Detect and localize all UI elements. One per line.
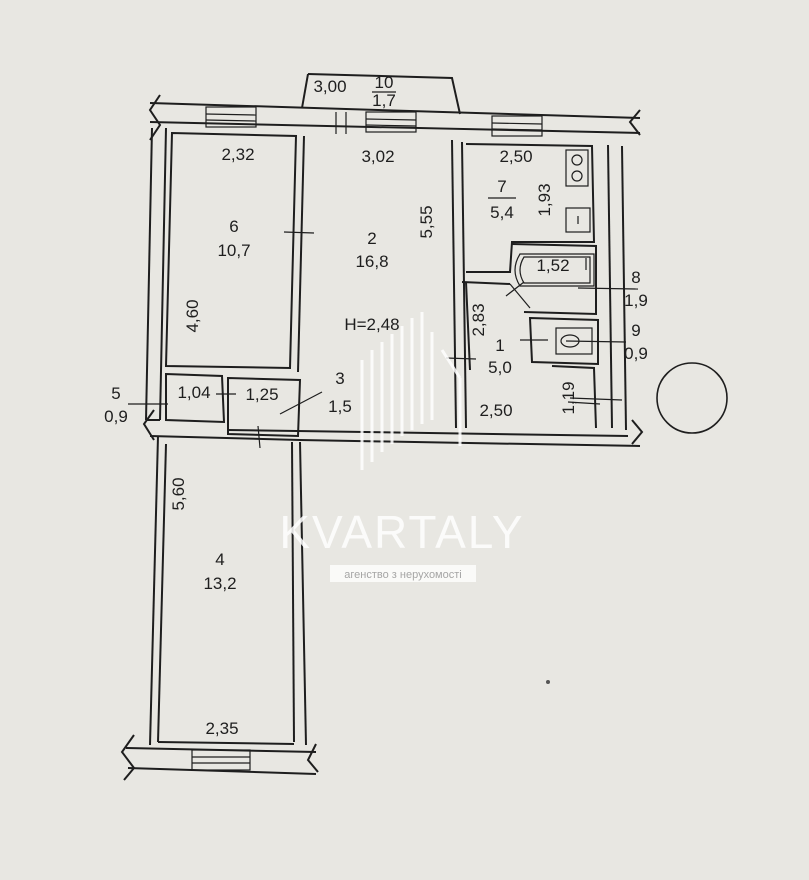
window-room4 — [191, 749, 251, 771]
dim-room2-depth: 5,55 — [417, 205, 436, 238]
dim-room7-width: 2,50 — [499, 147, 532, 166]
dim-room4-width: 2,35 — [205, 719, 238, 738]
dimension-lines — [128, 231, 639, 449]
watermark-logo-icon — [360, 312, 462, 470]
room-9-number: 9 — [631, 321, 640, 340]
balcony — [301, 73, 461, 115]
room-1-area: 5,0 — [488, 358, 512, 377]
window-room6 — [205, 106, 257, 128]
dim-wc-depth: 1,19 — [559, 381, 578, 414]
room-6-number: 6 — [229, 217, 238, 236]
kitchen-sink-icon — [565, 207, 591, 233]
room-6-area: 10,7 — [217, 241, 250, 260]
room-labels: 1 5,0 2 16,8 3 1,5 4 13,2 5 0,9 6 10,7 7… — [104, 73, 648, 593]
dim-room2-width: 3,02 — [361, 147, 394, 166]
window-room7 — [491, 115, 543, 137]
room-7-number: 7 — [497, 177, 506, 196]
room-10-area: 1,7 — [372, 91, 396, 110]
room-5-number: 5 — [111, 384, 120, 403]
room-2-area: 16,8 — [355, 252, 388, 271]
room-1-number: 1 — [495, 336, 504, 355]
paper-dot — [546, 680, 550, 684]
dim-hall-depth: 2,83 — [469, 303, 488, 336]
ceiling-height: H=2,48 — [344, 315, 399, 334]
dimension-labels: 3,00 2,32 3,02 2,50 1,93 5,55 4,60 1,52 … — [169, 77, 578, 738]
watermark-brand: KVARTALY — [279, 506, 524, 558]
dim-room6-depth: 4,60 — [183, 299, 202, 332]
bathtub-icon — [514, 253, 595, 287]
dim-balcony-width: 3,00 — [313, 77, 346, 96]
room-8-number: 8 — [631, 268, 640, 287]
room-3-area: 1,5 — [328, 397, 352, 416]
room-5-area: 0,9 — [104, 407, 128, 426]
dim-closet-width: 1,04 — [177, 383, 210, 402]
room-9-area: 0,9 — [624, 344, 648, 363]
dim-room4-depth: 5,60 — [169, 477, 188, 510]
windows — [191, 106, 543, 771]
room-8-area: 1,9 — [624, 291, 648, 310]
dim-corridor-width: 1,25 — [245, 385, 278, 404]
room-4-area: 13,2 — [203, 574, 236, 593]
dim-hall-width: 2,50 — [479, 401, 512, 420]
window-room2 — [335, 111, 417, 134]
watermark: KVARTALY агенство з нерухомості — [279, 312, 524, 582]
room-7-area: 5,4 — [490, 203, 514, 222]
room-3-number: 3 — [335, 369, 344, 388]
watermark-tagline: агенство з нерухомості — [344, 569, 461, 581]
dim-bath-length: 1,52 — [536, 256, 569, 275]
room-2-number: 2 — [367, 229, 376, 248]
room-4-number: 4 — [215, 550, 224, 569]
dim-room7-depth: 1,93 — [535, 183, 554, 216]
stove-icon — [565, 149, 589, 187]
dim-room6-width: 2,32 — [221, 145, 254, 164]
room-10-number: 10 — [375, 73, 394, 92]
riser-circle-icon — [656, 362, 728, 434]
